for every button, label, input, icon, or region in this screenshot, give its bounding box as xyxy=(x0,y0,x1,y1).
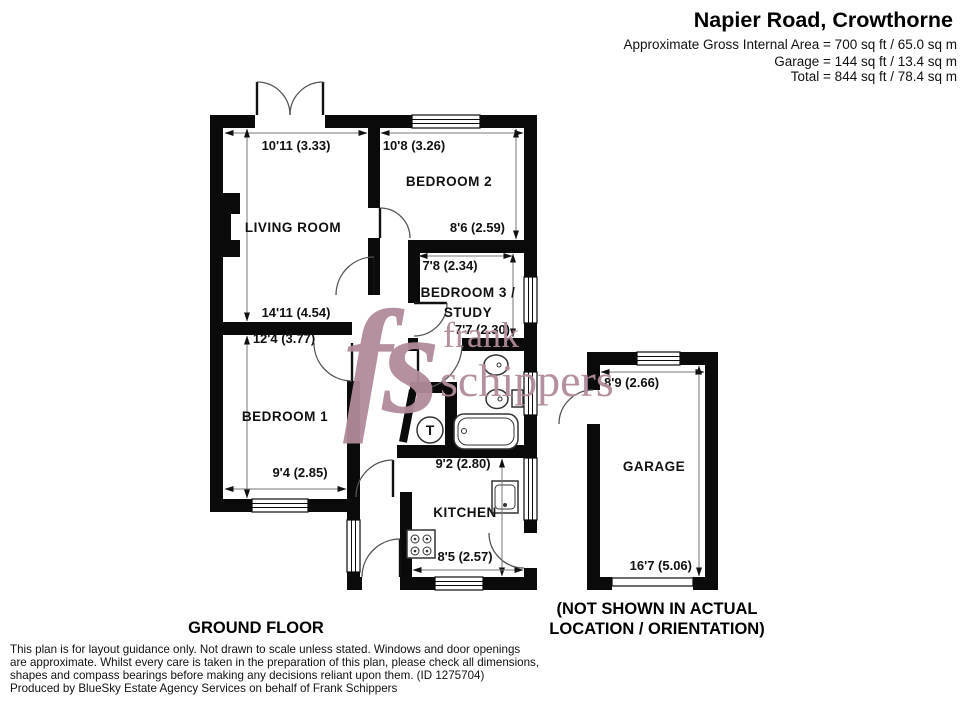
room-label-bedroom3-line2: STUDY xyxy=(444,305,492,320)
dim-bedroom3-width-bottom: 7'7 (2.30) xyxy=(455,322,510,337)
dim-bedroom1-width: 9'4 (2.85) xyxy=(272,465,327,480)
area-line-3: Total = 844 sq ft / 78.4 sq m xyxy=(791,69,957,84)
cupboard-angled-wall xyxy=(399,389,417,443)
kitchen-sink-icon xyxy=(491,480,519,514)
disclaimer-line-2: are approximate. Whilst every care is ta… xyxy=(10,656,539,669)
door-icon-bedroom1 xyxy=(313,342,354,382)
dimension-lines xyxy=(224,128,705,577)
dim-kitchen-depth: 9'2 (2.80) xyxy=(435,456,490,471)
footer: GROUND FLOOR (NOT SHOWN IN ACTUAL LOCATI… xyxy=(10,600,765,695)
window-icon xyxy=(523,276,538,324)
windows xyxy=(251,114,694,591)
window-icon xyxy=(523,457,538,521)
dimension-labels: 10'11 (3.33) 10'8 (3.26) 8'6 (2.59) 7'8 … xyxy=(253,138,692,573)
dim-bedroom2-width: 10'8 (3.26) xyxy=(383,138,445,153)
door-icon-bedroom3 xyxy=(413,301,448,337)
window-icon xyxy=(411,114,481,129)
door-icon-bathroom xyxy=(416,344,463,390)
room-label-bedroom3-line1: BEDROOM 3 / xyxy=(421,285,516,300)
basin-icon xyxy=(483,354,509,376)
watermark-word-frank: frank xyxy=(443,315,519,355)
window-icon xyxy=(523,371,538,416)
watermark-word-schippers: schippers xyxy=(440,355,614,406)
dim-living-width: 10'11 (3.33) xyxy=(262,138,331,153)
dim-living-depth: 14'11 (4.54) xyxy=(262,305,331,320)
door-icon-kitchen-side xyxy=(488,532,525,569)
garage-note-line2: LOCATION / ORIENTATION) xyxy=(549,620,764,638)
door-icon-back-door xyxy=(361,538,402,578)
dim-garage-width: 8'9 (2.66) xyxy=(604,375,659,390)
dim-bedroom3-width-top: 7'8 (2.34) xyxy=(422,258,477,273)
watermark-logo: fs frank schippers xyxy=(343,281,614,445)
room-label-garage: GARAGE xyxy=(623,459,685,474)
disclaimer-line-1: This plan is for layout guidance only. N… xyxy=(10,643,520,656)
fixtures: T xyxy=(406,354,524,559)
room-label-bedroom2: BEDROOM 2 xyxy=(406,174,492,189)
watermark-monogram: fs xyxy=(343,281,436,445)
room-label-bedroom1: BEDROOM 1 xyxy=(242,409,328,424)
door-icon-hall-lobby xyxy=(355,459,395,498)
window-icon xyxy=(251,498,309,513)
room-label-kitchen: KITCHEN xyxy=(433,505,497,520)
window-icon xyxy=(434,576,484,591)
dim-garage-depth: 16'7 (5.06) xyxy=(630,558,692,573)
fireplace-recess xyxy=(231,214,240,240)
bathtub-icon xyxy=(453,413,519,450)
toilet-icon xyxy=(485,388,524,410)
stove-icon xyxy=(406,529,436,559)
dim-bedroom1-depth: 12'4 (3.77) xyxy=(253,331,315,346)
door-icon-bedroom2 xyxy=(378,207,411,239)
page-title: Napier Road, Crowthorne xyxy=(694,8,953,32)
window-icon xyxy=(636,351,681,366)
disclaimer-line-4: Produced by BlueSky Estate Agency Servic… xyxy=(10,682,398,695)
floor-label: GROUND FLOOR xyxy=(188,619,324,637)
disclaimer-line-3: shapes and compass bearings before makin… xyxy=(10,669,484,682)
dim-kitchen-width: 8'5 (2.57) xyxy=(437,549,492,564)
water-tank-icon: T xyxy=(416,416,444,444)
room-label-living-room: LIVING ROOM xyxy=(245,220,341,235)
header: Napier Road, Crowthorne Approximate Gros… xyxy=(623,8,957,84)
french-door-icon xyxy=(255,81,325,116)
area-line-2: Garage = 144 sq ft / 13.4 sq m xyxy=(774,54,957,69)
garage-note-line1: (NOT SHOWN IN ACTUAL xyxy=(556,600,757,618)
water-tank-label: T xyxy=(426,422,435,438)
door-icon-garage-side xyxy=(558,389,594,425)
window-icon xyxy=(346,519,361,573)
door-icon-living-room xyxy=(335,256,376,296)
dim-bedroom2-depth: 8'6 (2.59) xyxy=(450,220,505,235)
area-line-1: Approximate Gross Internal Area = 700 sq… xyxy=(623,37,957,52)
garage-door-icon xyxy=(611,577,694,587)
room-labels: LIVING ROOM BEDROOM 2 BEDROOM 3 / STUDY … xyxy=(242,174,685,520)
